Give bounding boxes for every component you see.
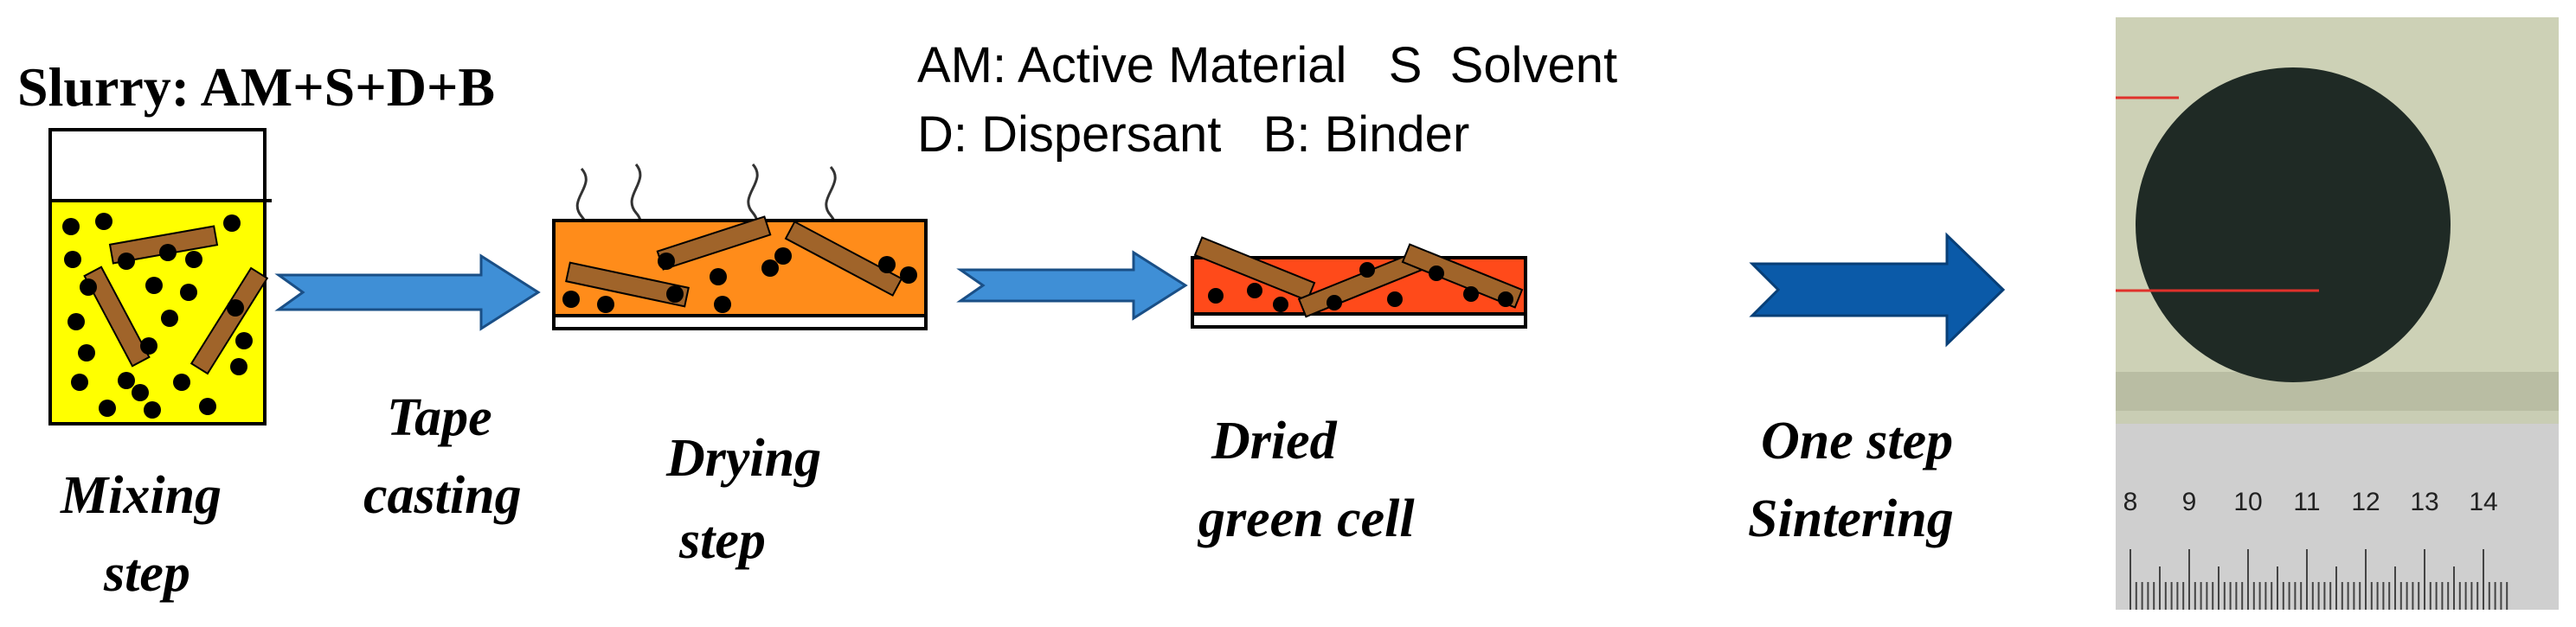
dried-label-1: Dried — [1211, 412, 1338, 470]
ruler-tick-label: 14 — [2469, 488, 2497, 516]
tape-casting-label-2: casting — [363, 466, 522, 525]
arrow-sintering — [1749, 232, 2006, 348]
binder-rod — [784, 221, 903, 297]
arrow-drying — [956, 250, 1188, 321]
drying-step-label-1: Drying — [665, 429, 821, 488]
mixing-step-label-1: Mixing — [60, 466, 222, 525]
active-material-particles — [562, 247, 917, 313]
beaker-empty-top — [48, 128, 267, 202]
sintering-label-1: One step — [1761, 412, 1953, 470]
mixing-beaker — [48, 128, 272, 425]
tape-casting-label-1: Tape — [387, 388, 492, 447]
ruler-labels: 8 9 10 11 12 13 14 — [2123, 488, 2498, 516]
ruler-tick-label: 11 — [2293, 488, 2320, 516]
legend-line-2: D: Dispersant B: Binder — [917, 106, 1469, 163]
ruler-tick-label: 12 — [2351, 488, 2380, 516]
binder-rod — [1193, 236, 1316, 302]
tape-substrate — [552, 314, 928, 330]
mixing-step-label-2: step — [103, 544, 190, 603]
active-material-particles — [1208, 262, 1513, 312]
dried-substrate — [1191, 312, 1527, 329]
sintered-cell-photo: 8 9 10 11 12 13 14 — [2116, 17, 2559, 610]
ruler-tick-label: 9 — [2182, 488, 2197, 516]
binder-rod — [190, 266, 269, 375]
active-material-particles — [62, 213, 253, 419]
drying-step-label-2: step — [678, 511, 766, 570]
sintering-label-2: Sintering — [1748, 489, 1954, 548]
binder-rod — [565, 261, 690, 308]
legend-line-1: AM: Active Material S Solvent — [917, 37, 1617, 93]
dried-green-cell — [1191, 236, 1527, 329]
slurry-formula: Slurry: AM+S+D+B — [17, 56, 495, 118]
binder-rod — [1401, 243, 1524, 309]
ruler-tick-label: 10 — [2233, 488, 2262, 516]
drying-tape — [552, 163, 928, 330]
dried-label-2: green cell — [1197, 489, 1415, 548]
ruler-tick-label: 8 — [2123, 488, 2138, 516]
binder-rod — [83, 266, 151, 368]
arrow-tape-casting — [274, 253, 541, 331]
ruler-ticks — [2130, 549, 2509, 610]
sintered-disk — [2136, 67, 2451, 382]
ruler-tick-label: 13 — [2410, 488, 2438, 516]
